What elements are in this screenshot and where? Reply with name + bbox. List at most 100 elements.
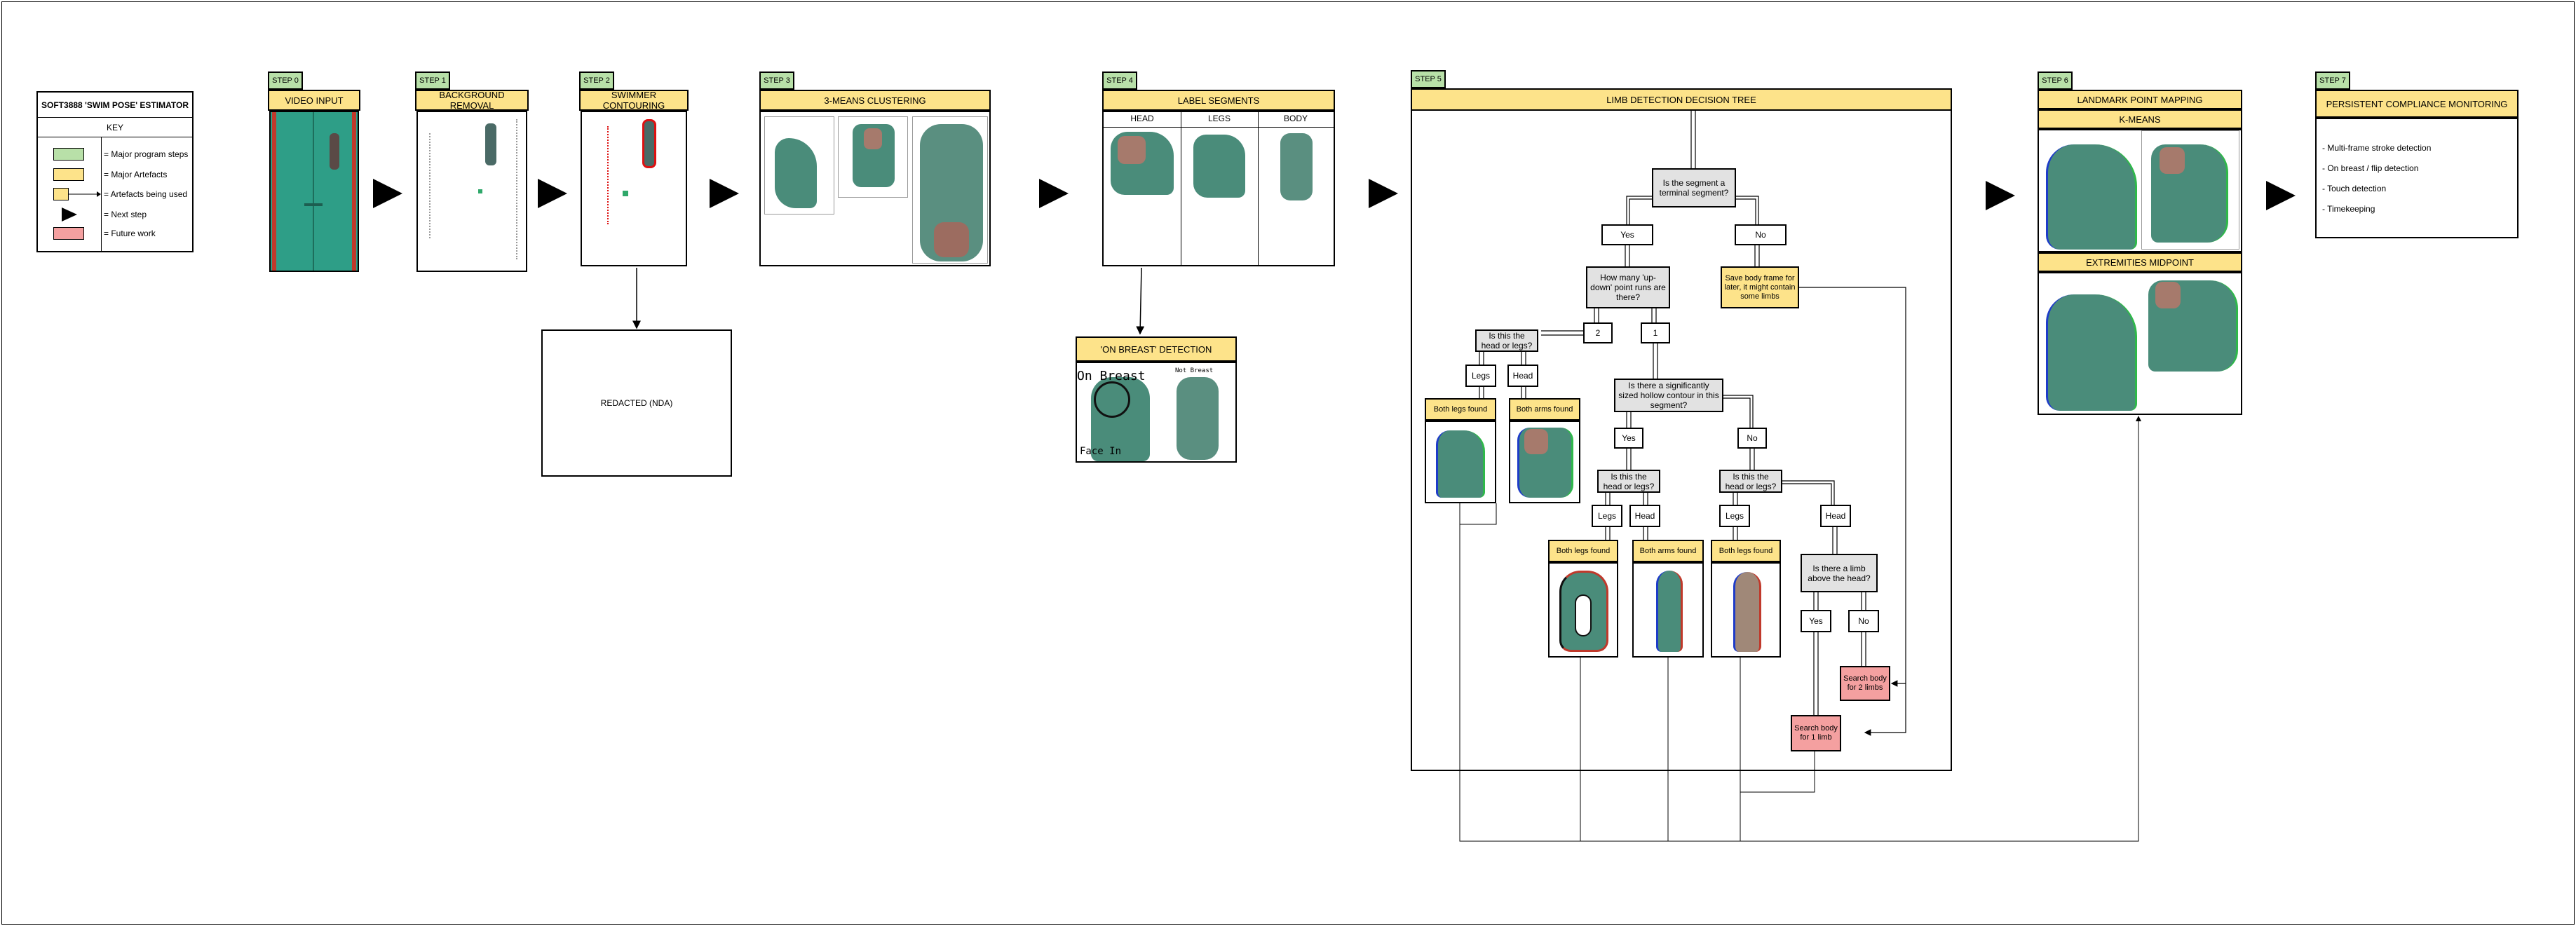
answer-no-hollow: No: [1737, 428, 1767, 449]
key-panel: SOFT3888 'SWIM POSE' ESTIMATOR KEY = Maj…: [36, 91, 194, 252]
next-step-arrow-icon: [1369, 179, 1398, 208]
step2-tag: STEP 2: [579, 72, 614, 90]
col-legs: LEGS: [1207, 114, 1231, 123]
answer-head-3: Head: [1820, 505, 1851, 527]
answer-yes-hollow: Yes: [1614, 428, 1643, 449]
step7-item-stroke: - Multi-frame stroke detection: [2322, 143, 2432, 153]
answer-yes-limb: Yes: [1801, 610, 1831, 632]
next-step-arrow-icon: [710, 179, 739, 208]
extremities-images: [2038, 272, 2242, 415]
step0-tag: STEP 0: [268, 72, 303, 90]
question-head-or-legs-2: Is this the head or legs?: [1597, 470, 1660, 493]
answer-two: 2: [1583, 322, 1613, 343]
step5-tag: STEP 5: [1411, 70, 1446, 88]
extremities-title: EXTREMITIES MIDPOINT: [2038, 252, 2242, 272]
arrow-icon: [69, 191, 101, 197]
next-step-icon: [62, 207, 77, 222]
next-step-arrow-icon: [1039, 179, 1069, 208]
result-arms-image-1: [1509, 421, 1580, 503]
question-head-or-legs-3: Is this the head or legs?: [1719, 470, 1782, 493]
not-breast-label: Not Breast: [1175, 367, 1214, 374]
key-label-used: = Artefacts being used: [104, 189, 188, 199]
step7-item-touch: - Touch detection: [2322, 184, 2387, 193]
key-label-program: = Major program steps: [104, 149, 189, 159]
step3-tag: STEP 3: [759, 72, 794, 90]
legs-segment-image: [1193, 135, 1245, 198]
step7-item-timekeeping: - Timekeeping: [2322, 204, 2375, 214]
key-swatch-future: [53, 227, 84, 240]
key-divider: [101, 137, 102, 251]
result-both-legs-2: Both legs found: [1548, 540, 1618, 562]
kmeans-images: [2038, 129, 2242, 252]
result-arms-image-2: [1632, 562, 1704, 658]
answer-yes-terminal: Yes: [1601, 224, 1653, 245]
answer-one: 1: [1641, 322, 1670, 343]
result-legs-image-2: [1548, 562, 1618, 658]
cluster-image-3: [912, 116, 988, 264]
next-step-arrow-icon: [1986, 181, 2015, 210]
key-label-artefact: = Major Artefacts: [104, 170, 168, 179]
result-legs-image-3: [1711, 562, 1781, 658]
step5-title: LIMB DETECTION DECISION TREE: [1411, 88, 1952, 111]
result-both-arms-1: Both arms found: [1509, 398, 1580, 421]
step6-title: LANDMARK POINT MAPPING: [2038, 90, 2242, 109]
question-terminal-segment: Is the segment a terminal segment?: [1652, 168, 1736, 207]
answer-no-terminal: No: [1735, 224, 1787, 245]
step7-item-breast: - On breast / flip detection: [2322, 163, 2419, 173]
step0-video-frame: [269, 111, 359, 272]
step2-title: SWIMMER CONTOURING: [579, 90, 689, 111]
kmeans-title: K-MEANS: [2038, 109, 2242, 129]
question-up-down-runs: How many 'up-down' point runs are there?: [1586, 266, 1670, 308]
future-search-two-limbs: Search body for 2 limbs: [1840, 666, 1890, 701]
on-breast-title: 'ON BREAST' DETECTION: [1076, 336, 1237, 362]
save-body-frame: Save body frame for later, it might cont…: [1721, 266, 1799, 308]
step0-title: VIDEO INPUT: [268, 90, 360, 111]
step1-tag: STEP 1: [415, 72, 450, 90]
question-limb-above-head: Is there a limb above the head?: [1801, 554, 1878, 592]
question-head-or-legs-1: Is this the head or legs?: [1475, 329, 1538, 352]
redacted-box: REDACTED (NDA): [541, 329, 732, 477]
face-in-label: Face In: [1080, 446, 1122, 457]
cluster-image-2: [838, 116, 908, 198]
on-breast-image: On Breast Face In Not Breast: [1076, 362, 1237, 463]
next-step-arrow-icon: [373, 179, 402, 208]
step3-cluster-images: [759, 111, 991, 266]
result-legs-image-1: [1425, 421, 1496, 503]
step6-tag: STEP 6: [2038, 72, 2073, 90]
col-body: BODY: [1283, 114, 1308, 123]
answer-legs-3: Legs: [1719, 505, 1750, 527]
next-step-arrow-icon: [2266, 181, 2296, 210]
step4-tag: STEP 4: [1102, 72, 1137, 90]
step7-panel: - Multi-frame stroke detection - On brea…: [2315, 118, 2519, 238]
answer-no-limb: No: [1848, 610, 1879, 632]
key-label-next: = Next step: [104, 210, 147, 219]
key-swatch-artefact: [53, 168, 84, 181]
decision-tree-panel: [1411, 111, 1952, 771]
question-hollow-contour: Is there a significantly sized hollow co…: [1614, 379, 1723, 412]
step1-title: BACKGROUND REMOVAL: [415, 90, 529, 111]
step7-title: PERSISTENT COMPLIANCE MONITORING: [2315, 90, 2519, 118]
future-search-one-limb: Search body for 1 limb: [1791, 715, 1841, 751]
step1-mask-image: [416, 111, 527, 272]
step4-title: LABEL SEGMENTS: [1102, 90, 1335, 111]
col-head: HEAD: [1130, 114, 1154, 123]
key-label-future: = Future work: [104, 229, 156, 238]
step3-title: 3-MEANS CLUSTERING: [759, 90, 991, 111]
on-breast-label: On Breast: [1077, 369, 1146, 383]
step7-tag: STEP 7: [2315, 72, 2350, 90]
next-step-arrow-icon: [538, 179, 567, 208]
result-both-arms-2: Both arms found: [1632, 540, 1704, 562]
body-segment-image: [1280, 133, 1313, 200]
result-both-legs-1: Both legs found: [1425, 398, 1496, 421]
answer-legs-1: Legs: [1465, 365, 1496, 387]
step2-contour-image: [581, 111, 687, 266]
result-both-legs-3: Both legs found: [1711, 540, 1781, 562]
answer-legs-2: Legs: [1592, 505, 1622, 527]
answer-head-2: Head: [1629, 505, 1660, 527]
key-swatch-program: [53, 148, 84, 161]
step4-segments-table: HEAD LEGS BODY: [1102, 111, 1335, 266]
key-heading: KEY: [38, 118, 192, 137]
cluster-image-1: [764, 116, 834, 215]
